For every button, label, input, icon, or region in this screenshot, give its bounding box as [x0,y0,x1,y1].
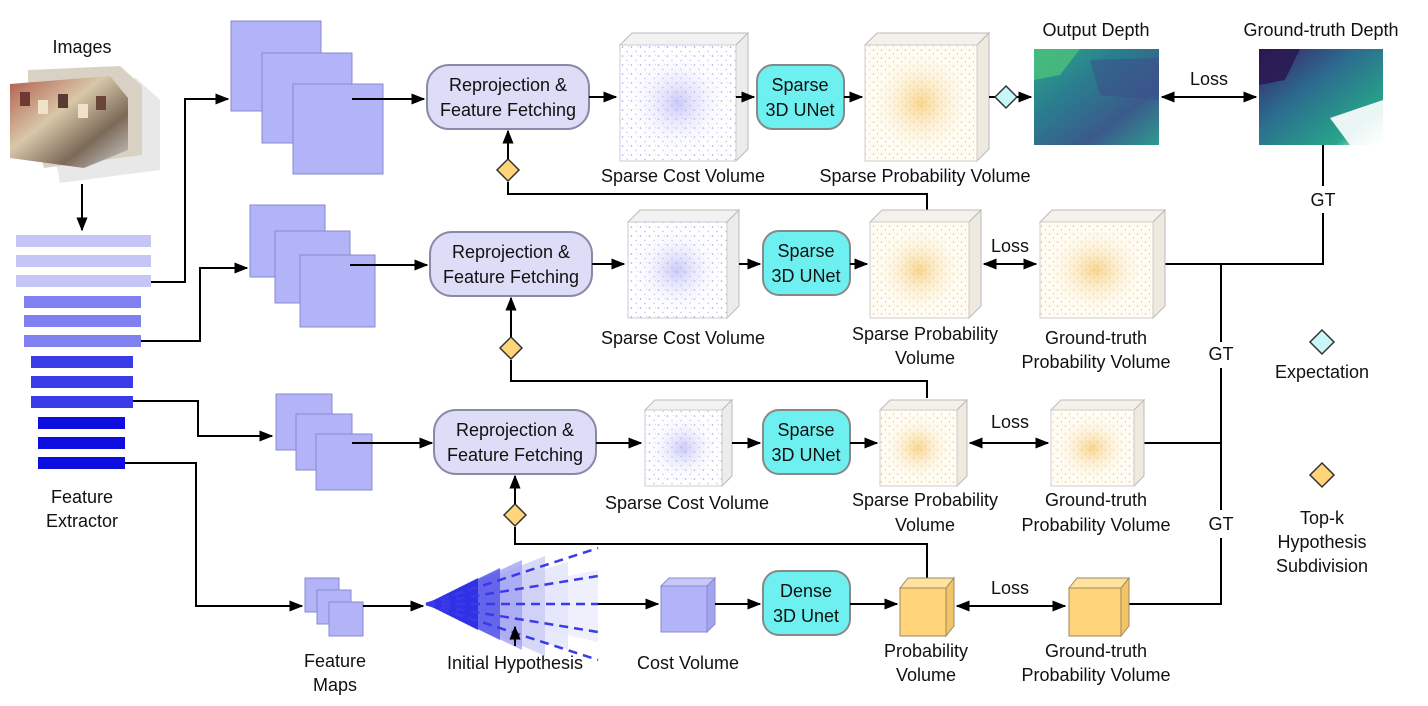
feature-maps-level1 [275,393,373,491]
topk-feedback-3-line [514,527,928,578]
sparse-probability-volume-1 [863,31,991,163]
gt-probability-volume-4 [1067,576,1131,638]
sparse-unet-1: Sparse 3D UNet [756,64,845,130]
gt-prob-2-label-line1: Ground-truth [1045,328,1147,348]
legend-expectation-diamond-icon [1308,328,1336,356]
legend-topk-label-line1: Top-k [1300,508,1345,528]
sparse-cost-volume-3-label: Sparse Cost Volume [605,493,769,513]
input-images [10,66,160,183]
output-depth-label: Output Depth [1042,20,1149,40]
sparse-unet-2-line1: Sparse [777,241,834,261]
topk-diamond-1-icon [495,157,521,183]
topk-diamond-2-icon [498,335,524,361]
cost-volume-label: Cost Volume [637,653,739,673]
legend-expectation-label: Expectation [1275,362,1369,382]
depth-loss-label: Loss [1190,69,1228,89]
dense-unet: Dense 3D Unet [762,570,851,636]
sparse-probability-volume-3 [878,398,969,488]
reprojection-node-1: Reprojection & Feature Fetching [426,64,590,130]
gt-depth-image [1259,49,1383,145]
dense-unet-line2: 3D Unet [773,606,839,626]
row4-loss-label: Loss [991,578,1029,598]
cost-volume [659,576,717,634]
extractor-to-level3-arrow [151,93,230,283]
reprojection-node-3-line2: Feature Fetching [447,445,583,465]
legend-topk-diamond-icon [1308,461,1336,489]
feature-maps-level2 [249,204,376,328]
feature-maps-level0 [304,577,364,637]
reprojection-node-3: Reprojection & Feature Fetching [433,409,597,475]
reprojection-node-2-line2: Feature Fetching [443,267,579,287]
sparse-cost-volume-2-label: Sparse Cost Volume [601,328,765,348]
extractor-to-level2-arrow [141,262,249,342]
reprojection-node-2: Reprojection & Feature Fetching [429,231,593,297]
gt-label-1: GT [1311,190,1336,210]
sparse-probability-volume-2 [868,208,983,320]
probability-volume [898,576,956,638]
reprojection-node-1-line1: Reprojection & [449,75,567,95]
extractor-to-level0-arrow [125,462,304,612]
dense-unet-line1: Dense [780,581,832,601]
gt-prob-2-label-line2: Probability Volume [1021,352,1170,372]
expectation-diamond-icon [993,84,1019,110]
topk-diamond-3-icon [502,502,528,528]
sparse-unet-2-line2: 3D UNet [771,266,840,286]
images-label: Images [52,37,111,57]
extractor-to-level1-arrow [133,400,274,442]
gt-label-3: GT [1209,514,1234,534]
topk-feedback-2-line [510,360,928,398]
row3-loss-label: Loss [991,412,1029,432]
sparse-cost-volume-1-label: Sparse Cost Volume [601,166,765,186]
initial-hypothesis-frustum [425,546,599,662]
sparse-prob-3-label-line1: Sparse Probability [852,490,998,510]
feature-extractor-label-line1: Feature [51,487,113,507]
sparse-cost-volume-1 [618,31,750,163]
gt-label-2: GT [1209,344,1234,364]
sparse-prob-3-label-line2: Volume [895,515,955,535]
feature-extractor [16,235,151,469]
sparse-unet-3-line2: 3D UNet [771,445,840,465]
topk-feedback-1-line [507,182,928,213]
legend-topk-label-line2: Hypothesis [1277,532,1366,552]
gt-depth-label: Ground-truth Depth [1243,20,1398,40]
legend-topk-label-line3: Subdivision [1276,556,1368,576]
feature-maps-level3 [230,20,384,175]
sparse-prob-2-label-line1: Sparse Probability [852,324,998,344]
sparse-unet-1-line1: Sparse [771,75,828,95]
gt-prob-4-label-line1: Ground-truth [1045,641,1147,661]
gt-bus-to-row4-line [1129,538,1222,605]
gt-probability-volume-3 [1049,398,1146,488]
gt-probability-volume-2 [1038,208,1167,320]
sparse-prob-2-label-line2: Volume [895,348,955,368]
output-depth-image [1034,49,1159,145]
feature-extractor-label-line2: Extractor [46,511,118,531]
reprojection-node-1-line2: Feature Fetching [440,100,576,120]
initial-hypothesis-label: Initial Hypothesis [447,653,583,673]
sparse-cost-volume-3 [643,398,734,488]
sparse-unet-2: Sparse 3D UNet [762,230,851,296]
probability-volume-label-line1: Probability [884,641,968,661]
feature-maps-label-line1: Feature [304,651,366,671]
gt-prob-4-label-line2: Probability Volume [1021,665,1170,685]
reprojection-node-2-line1: Reprojection & [452,242,570,262]
row2-loss-label: Loss [991,236,1029,256]
sparse-prob-volume-1-label: Sparse Probability Volume [819,166,1030,186]
gt-prob-3-label-line1: Ground-truth [1045,490,1147,510]
gt-prob-3-label-line2: Probability Volume [1021,515,1170,535]
feature-maps-label-line2: Maps [313,675,357,695]
gt-depth-to-row2-line [1152,213,1324,265]
sparse-unet-3: Sparse 3D UNet [762,409,851,475]
sparse-unet-3-line1: Sparse [777,420,834,440]
probability-volume-label-line2: Volume [896,665,956,685]
sparse-unet-1-line2: 3D UNet [765,100,834,120]
sparse-cost-volume-2 [626,208,741,320]
reprojection-node-3-line1: Reprojection & [456,420,574,440]
